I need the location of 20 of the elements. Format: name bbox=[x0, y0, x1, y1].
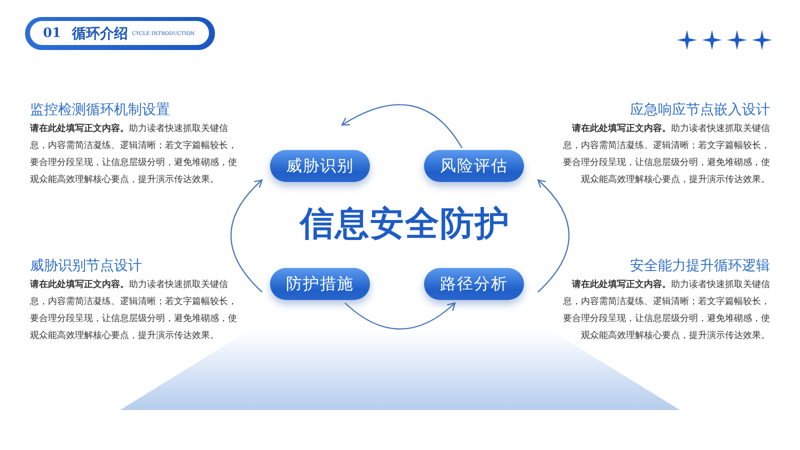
process-pill: 风险评估 bbox=[424, 150, 524, 182]
curved-arrow bbox=[344, 302, 456, 330]
body-paragraph: 请在此处填写正文内容。助力读者快速抓取关键信息，内容需简洁凝练、逻辑清晰；若文字篇幅较长，要合理分段呈现，让信息层级分明，避免堆砌感，使观众能高效理解核心要点，提升演示传达效果。 bbox=[562, 278, 770, 343]
process-pill: 威胁识别 bbox=[270, 150, 370, 182]
process-pill: 防护措施 bbox=[270, 268, 370, 300]
center-title: 信息安全防护 bbox=[300, 203, 510, 246]
body-paragraph: 请在此处填写正文内容。助力读者快速抓取关键信息，内容需简洁凝练、逻辑清晰；若文字篇幅较长，要合理分段呈现，让信息层级分明，避免堆砌感，使观众能高效理解核心要点，提升演示传达效果。 bbox=[30, 278, 238, 343]
section-heading: 监控检测循环机制设置 bbox=[30, 101, 170, 119]
header-tab bbox=[25, 17, 215, 50]
section-title: 循环介绍 bbox=[72, 25, 128, 43]
curved-arrow bbox=[537, 179, 570, 292]
body-paragraph: 请在此处填写正文内容。助力读者快速抓取关键信息，内容需简洁凝练、逻辑清晰；若文字篇幅较长，要合理分段呈现，让信息层级分明，避免堆砌感，使观众能高效理解核心要点，提升演示传达效果。 bbox=[30, 122, 238, 187]
curved-arrow bbox=[230, 179, 263, 292]
process-pill: 路径分析 bbox=[424, 268, 524, 300]
section-heading: 威胁识别节点设计 bbox=[30, 257, 142, 275]
section-heading: 安全能力提升循环逻辑 bbox=[630, 257, 770, 275]
curved-arrow bbox=[341, 104, 462, 148]
section-number: 01 bbox=[43, 26, 62, 41]
body-paragraph: 请在此处填写正文内容。助力读者快速抓取关键信息，内容需简洁凝练、逻辑清晰；若文字篇幅较长，要合理分段呈现，让信息层级分明，避免堆砌感，使观众能高效理解核心要点，提升演示传达效果。 bbox=[562, 122, 770, 187]
section-heading: 应急响应节点嵌入设计 bbox=[630, 101, 770, 119]
